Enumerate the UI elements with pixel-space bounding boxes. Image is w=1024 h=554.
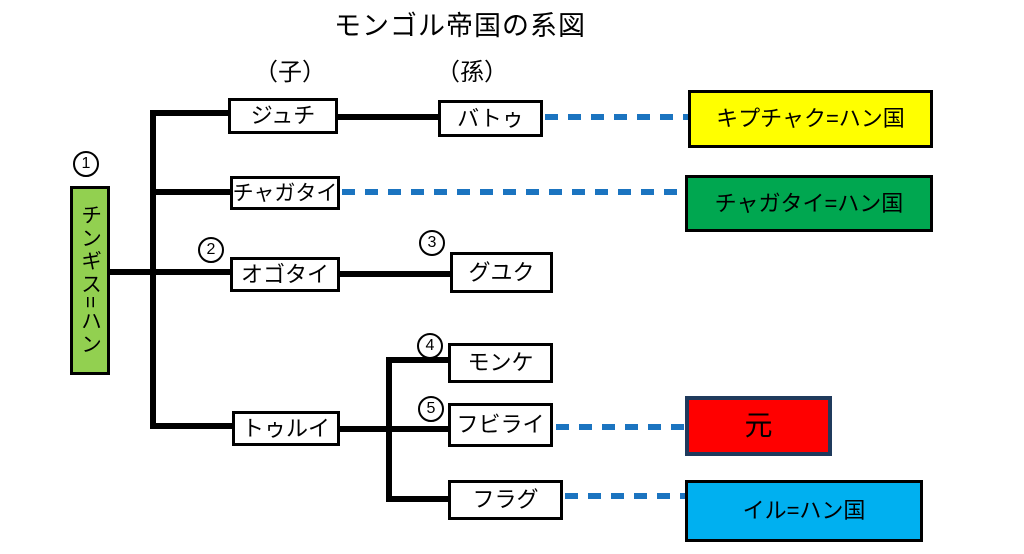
branch-line-chagatai: [150, 189, 232, 195]
branch-line-mongke: [386, 357, 450, 363]
line-ogotai-to-guyuk: [339, 271, 452, 277]
node-hulagu: フラグ: [448, 480, 563, 520]
dash-line-chagatai-to-khanate: [342, 189, 685, 195]
dash-line-hulagu-to-il: [565, 493, 685, 499]
node-kublai: フビライ: [448, 403, 553, 447]
dash-line-batu-to-kipchak: [545, 114, 688, 120]
branch-line-kublai: [386, 426, 450, 432]
khanate-ilkhanate: イル=ハン国: [685, 480, 923, 542]
branch-line-tolui: [150, 423, 234, 429]
circled-number-2: 2: [198, 237, 224, 263]
diagram-title: モンゴル帝国の系図: [334, 11, 586, 41]
node-guyuk: グユク: [450, 252, 553, 293]
branch-line-ogotai: [107, 269, 232, 275]
circled-number-5: 5: [418, 396, 444, 422]
node-ogotai: オゴタイ: [230, 257, 340, 292]
node-genghis-khan: チンギス=ハン: [70, 186, 110, 375]
generation-label-child: （子）: [254, 59, 326, 86]
node-chagatai: チャガタイ: [230, 176, 340, 210]
line-tolui-to-subtrunk: [339, 426, 392, 432]
dash-line-kublai-to-yuan: [556, 424, 685, 430]
branch-line-hulagu: [386, 496, 450, 502]
khanate-yuan: 元: [685, 396, 832, 456]
node-mongke: モンケ: [448, 343, 553, 383]
node-batu: バトゥ: [438, 100, 543, 137]
khanate-chagatai: チャガタイ=ハン国: [685, 175, 933, 232]
circled-number-3: 3: [419, 230, 445, 256]
branch-line-jochi: [150, 110, 230, 116]
circled-number-4: 4: [417, 333, 443, 359]
khanate-kipchak: キプチャク=ハン国: [688, 90, 933, 148]
node-tolui: トゥルイ: [232, 411, 340, 446]
generation-label-grandchild: （孫）: [436, 59, 508, 86]
circled-number-1: 1: [73, 151, 99, 177]
node-jochi: ジュチ: [228, 98, 338, 134]
line-jochi-to-batu: [336, 114, 440, 120]
